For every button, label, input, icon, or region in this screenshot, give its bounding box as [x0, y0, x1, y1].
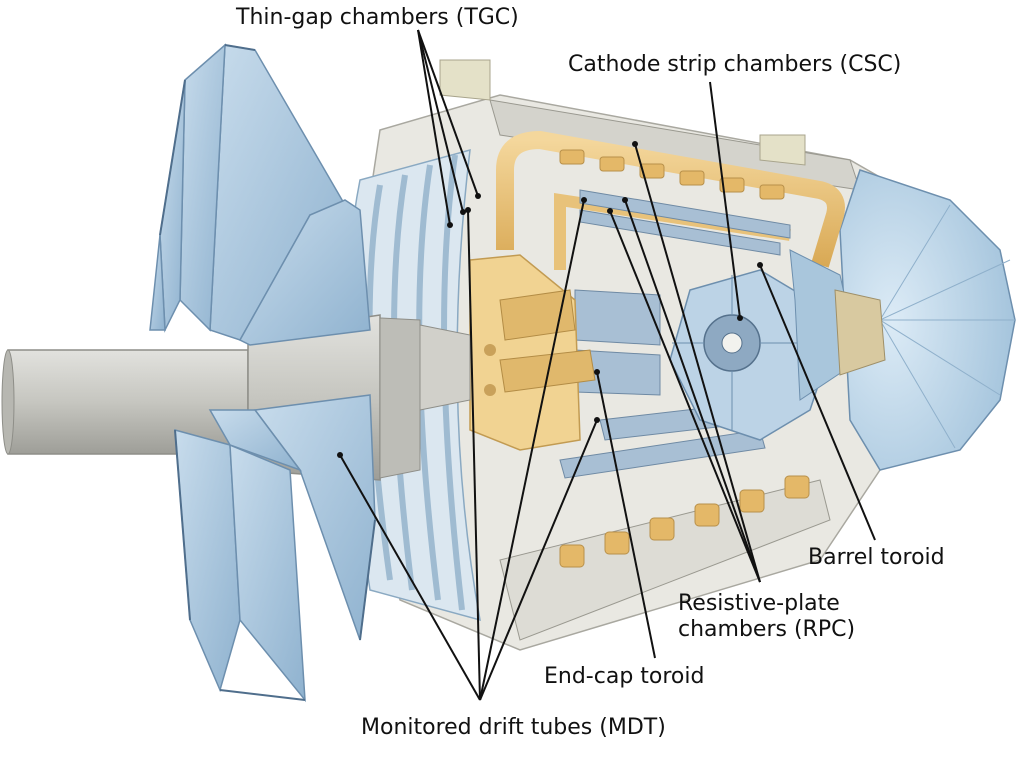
leader-lines	[339, 29, 876, 701]
label-barrel-toroid: Barrel toroid	[808, 545, 945, 570]
right-endcap-wheel	[839, 169, 1016, 471]
label-rpc-line-2: chambers (RPC)	[678, 617, 856, 642]
label-rpc-line-1: Resistive-plate	[678, 591, 840, 616]
label-cathode-strip-chambers: Cathode strip chambers (CSC)	[568, 52, 902, 77]
label-resistive-plate-chambers: Resistive-plate chambers (RPC)	[678, 591, 855, 643]
leader-dots	[337, 141, 763, 458]
inner-wheel	[669, 249, 886, 441]
left-wheel-edges	[159, 44, 376, 701]
label-end-cap-toroid: End-cap toroid	[544, 664, 705, 689]
left-endcap-wheel	[149, 43, 376, 703]
label-monitored-drift-tubes: Monitored drift tubes (MDT)	[361, 715, 666, 740]
label-thin-gap-chambers: Thin-gap chambers (TGC)	[236, 5, 519, 30]
